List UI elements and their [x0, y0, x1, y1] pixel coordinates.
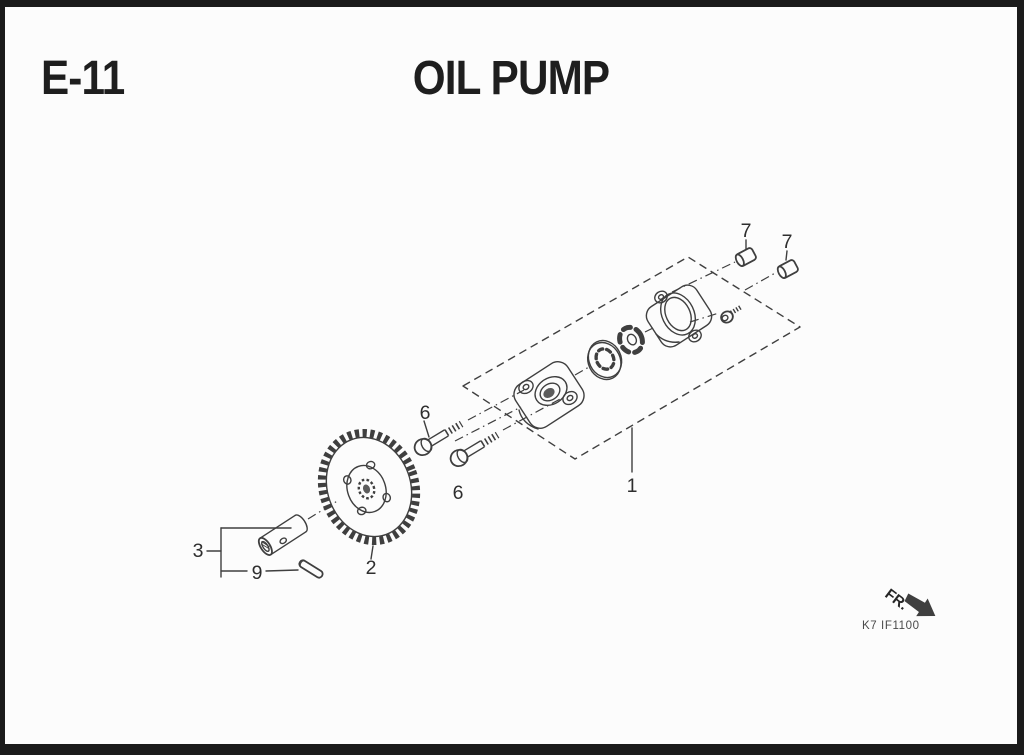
dowel-pin-a: [734, 247, 757, 267]
fr-arrow-icon: [904, 593, 936, 617]
catalog-page: E-11 OIL PUMP: [5, 7, 1017, 744]
outer-rotor: [586, 339, 623, 381]
fr-direction-indicator: FR.: [882, 586, 936, 617]
oil-pump-body: [513, 361, 585, 430]
section-code: E-11: [41, 52, 125, 105]
callout-6b-label: 6: [453, 482, 464, 504]
pump-cover: [645, 284, 713, 348]
callout-6a-label: 6: [420, 402, 431, 424]
driven-gear: [317, 428, 421, 546]
callout-7b-label: 7: [782, 231, 793, 253]
catalog-code: K7 IF1100: [862, 620, 920, 632]
leader-lines: [206, 239, 788, 578]
callout-9-label: 9: [252, 562, 263, 584]
mounting-bolt-b: [449, 431, 500, 468]
callout-2-label: 2: [366, 557, 377, 579]
pump-shaft: [257, 514, 308, 556]
cover-screw: [720, 305, 743, 324]
assembly-boundary: [462, 256, 801, 460]
callout-3-label: 3: [193, 540, 204, 562]
inner-rotor: [617, 324, 645, 356]
mounting-bolt-a: [413, 420, 464, 457]
gear-pin: [298, 559, 324, 579]
callout-7a-label: 7: [741, 220, 752, 242]
centerlines: [307, 261, 778, 520]
dowel-pin-b: [776, 259, 799, 279]
callout-labels: 1 2 3 6 6 7 7 9: [193, 220, 793, 584]
page-title: OIL PUMP: [412, 52, 610, 105]
callout-1-label: 1: [627, 475, 638, 497]
